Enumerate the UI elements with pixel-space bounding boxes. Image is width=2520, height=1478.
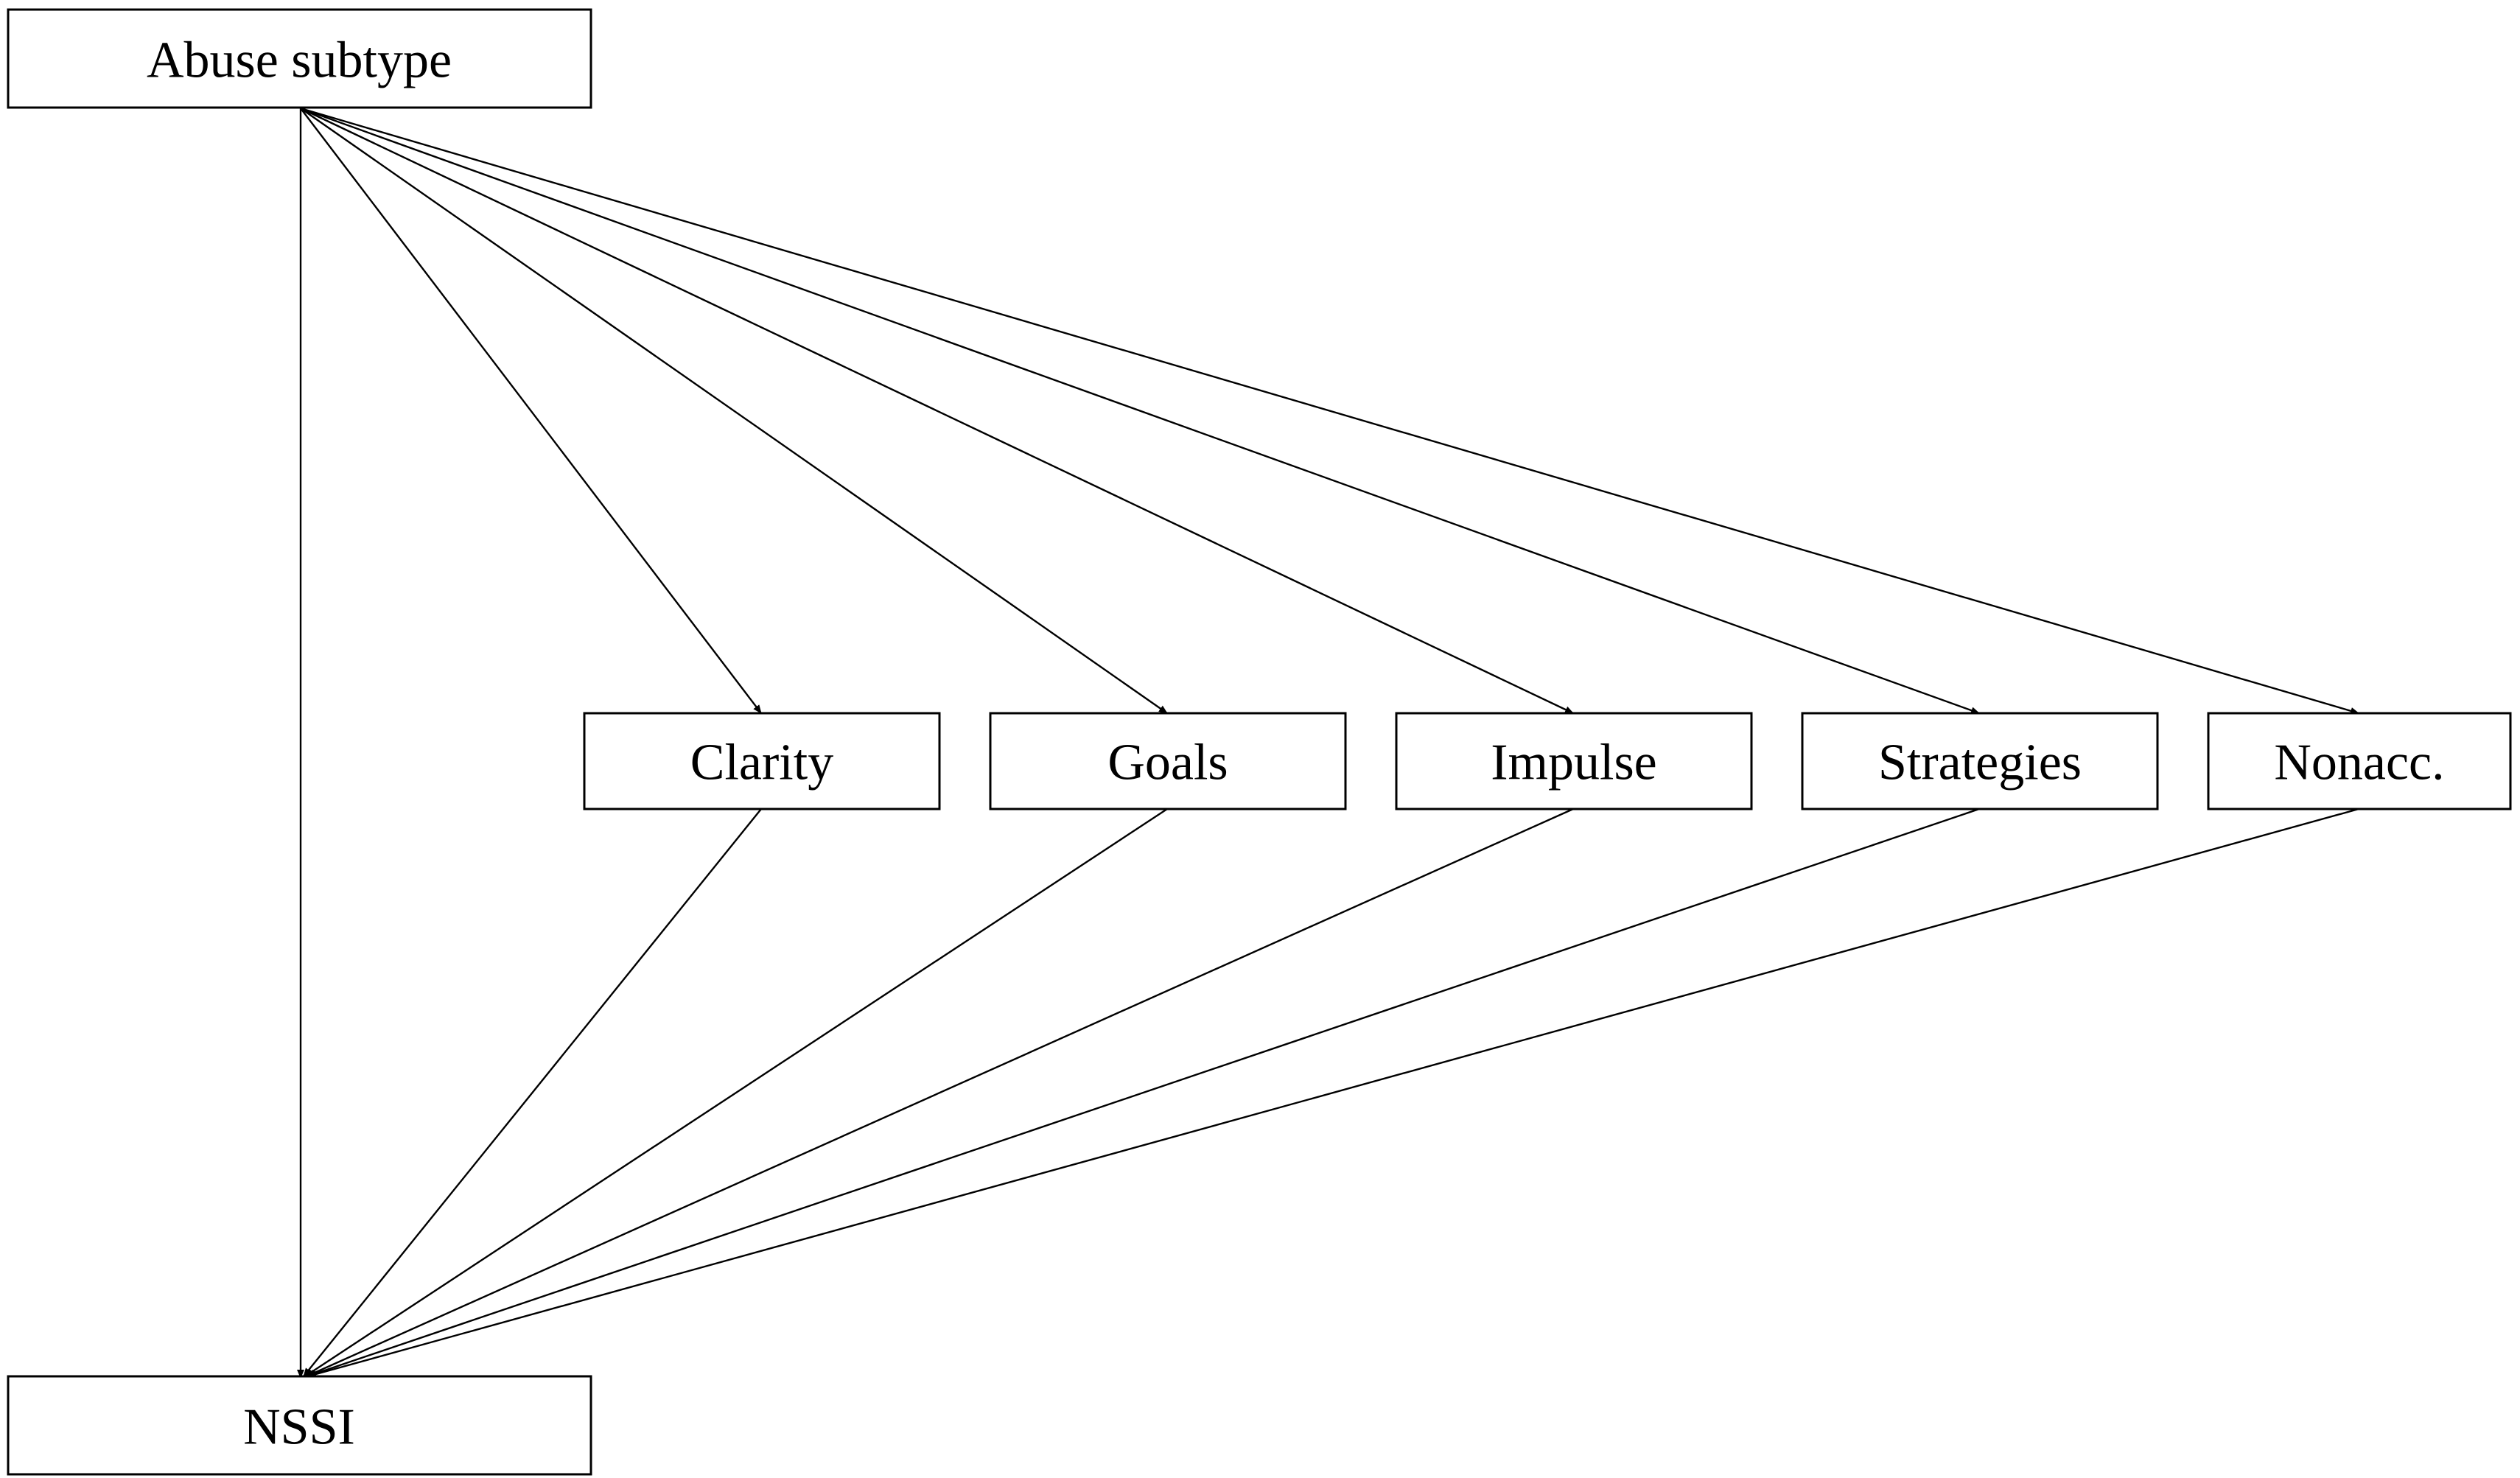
node-clarity-box xyxy=(583,712,941,810)
node-nonacc-label: Nonacc. xyxy=(2274,735,2444,791)
node-nssi: NSSI xyxy=(7,1375,592,1476)
node-abuse-subtype-box xyxy=(7,8,592,109)
edge-abuse-to-strategies xyxy=(300,107,1980,715)
node-nonacc-box xyxy=(2207,712,2512,810)
node-nssi-box xyxy=(7,1375,592,1476)
node-strategies-box xyxy=(1801,712,2159,810)
node-impulse-box xyxy=(1395,712,1753,810)
node-impulse-label: Impulse xyxy=(1491,735,1657,791)
node-abuse-subtype-label: Abuse subtype xyxy=(147,32,452,89)
node-abuse-subtype: Abuse subtype xyxy=(7,8,592,109)
node-strategies-label: Strategies xyxy=(1878,735,2082,791)
edge-abuse-to-clarity xyxy=(300,108,762,714)
node-nonacc: Nonacc. xyxy=(2207,712,2512,810)
node-goals-box xyxy=(989,712,1347,810)
node-goals-label: Goals xyxy=(1107,735,1228,791)
edges-group xyxy=(297,107,2359,1379)
node-goals: Goals xyxy=(989,712,1347,810)
node-clarity-label: Clarity xyxy=(690,735,833,791)
edge-abuse-to-nonacc xyxy=(300,107,2359,715)
edge-goals-to-nssi xyxy=(304,808,1168,1378)
edge-abuse-to-impulse xyxy=(300,107,1574,715)
node-nssi-label: NSSI xyxy=(243,1399,355,1456)
edge-clarity-to-nssi xyxy=(303,808,762,1377)
node-impulse: Impulse xyxy=(1395,712,1753,810)
edge-nonacc-to-nssi xyxy=(307,808,2359,1378)
edge-strategies-to-nssi xyxy=(307,808,1980,1378)
edge-impulse-to-nssi xyxy=(306,808,1574,1378)
node-clarity: Clarity xyxy=(583,712,941,810)
node-strategies: Strategies xyxy=(1801,712,2159,810)
edge-abuse-to-goals xyxy=(300,108,1168,714)
